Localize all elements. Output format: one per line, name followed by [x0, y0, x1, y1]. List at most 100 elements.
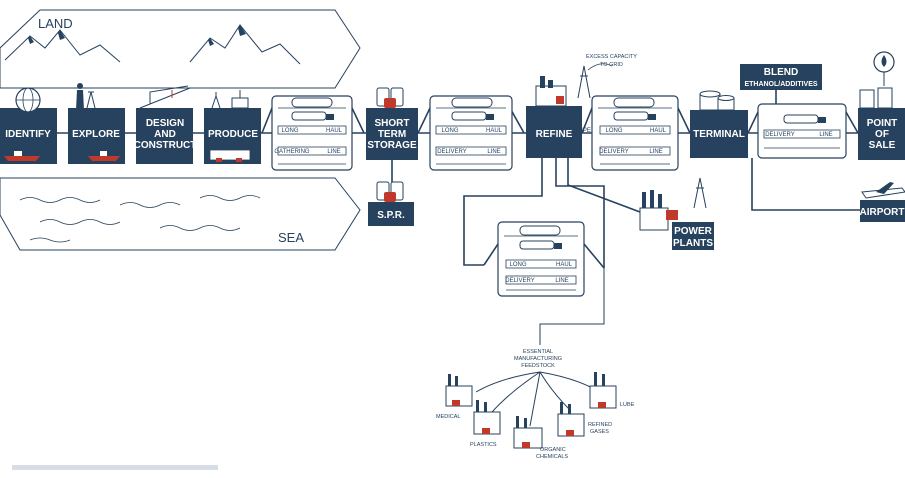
- globe-icon: [15, 87, 41, 113]
- refined-gases-line1: REFINED: [588, 422, 612, 428]
- design-construct-stage: DESIGN AND CONSTRUCT: [134, 85, 197, 164]
- transport5-long: LONG: [509, 262, 526, 268]
- terminal-stage: TERMINAL: [690, 90, 748, 158]
- transport1-long: LONG: [281, 128, 298, 134]
- tanker-truck-icon: [291, 111, 334, 121]
- plastics-label: PLASTICS: [470, 442, 497, 448]
- transport5-haul: HAUL: [556, 262, 573, 268]
- land-zone: LAND: [0, 9, 361, 89]
- transport4-delivery: DELIVERY: [765, 132, 795, 138]
- rail-tanker-icon: [598, 97, 672, 109]
- pos-label-line2: OF: [875, 129, 889, 140]
- blend-label-line2: ETHANOL/ADDITIVES: [744, 81, 817, 88]
- transport5-delivery: DELIVERY: [505, 278, 535, 284]
- feedstock-branch: LONG HAUL DELIVERY LINE: [463, 158, 605, 345]
- identify-stage: IDENTIFY: [0, 87, 57, 164]
- blend-label-line1: BLEND: [764, 67, 798, 78]
- feedstock-line2: MANUFACTURING: [514, 356, 562, 362]
- tanker-truck-icon: [613, 111, 656, 121]
- transport-block-2: LONG HAUL DELIVERY LINE: [417, 95, 525, 171]
- organic-chemicals-line1: ORGANIC: [540, 447, 566, 453]
- organic-chemicals-line2: CHEMICALS: [536, 454, 568, 460]
- oil-rig-icon: [209, 90, 251, 162]
- factory-icon: [639, 190, 678, 231]
- transport2-line: LINE: [487, 149, 500, 155]
- feedstock-line3: FEEDSTOCK: [521, 363, 555, 369]
- storage-tank-icon: [699, 90, 735, 111]
- pos-label-line1: POINT: [867, 118, 898, 129]
- transport3-long: LONG: [605, 128, 622, 134]
- transport2-delivery: DELIVERY: [437, 149, 467, 155]
- fuel-pump-icon: [859, 87, 893, 109]
- pos-label-line3: SALE: [869, 140, 896, 151]
- excess-capacity-line1: EXCESS CAPACITY: [586, 54, 637, 60]
- transport1-line: LINE: [327, 149, 340, 155]
- transport3-haul: HAUL: [650, 128, 667, 134]
- rail-tanker-icon: [278, 97, 346, 109]
- sea-zone: SEA: [0, 177, 361, 251]
- factory-icon: [513, 416, 543, 449]
- identify-label: IDENTIFY: [5, 129, 51, 140]
- spr-stage: S.P.R.: [368, 160, 414, 226]
- refined-gases-line2: GASES: [590, 429, 609, 435]
- feedstock-section: ESSENTIAL MANUFACTURING FEEDSTOCK MEDICA…: [436, 349, 635, 460]
- rail-tanker-icon: [436, 97, 506, 109]
- transport4-line: LINE: [819, 132, 832, 138]
- design-label-line3: CONSTRUCT: [134, 140, 197, 151]
- tanker-truck-icon: [783, 114, 826, 124]
- point-of-sale-stage: POINT OF SALE: [858, 51, 905, 160]
- spr-label: S.P.R.: [377, 210, 405, 221]
- storage-label-line2: TERM: [378, 129, 406, 140]
- transport3-line: LINE: [649, 149, 662, 155]
- transport3-pipe: PIPE: [577, 128, 591, 134]
- factory-icon: [589, 372, 617, 409]
- transport2-long: LONG: [441, 128, 458, 134]
- sea-label: SEA: [278, 230, 304, 245]
- scrollbar-strip: [12, 465, 218, 470]
- factory-icon: [473, 400, 501, 435]
- storage-label-line3: STORAGE: [367, 140, 417, 151]
- power-pylon-icon: [577, 63, 613, 99]
- refinery-icon: [535, 76, 567, 107]
- power-plants-line1: POWER: [674, 226, 713, 237]
- transport-block-1: LONG HAUL GATHERING LINE: [261, 95, 365, 171]
- crane-icon: [139, 85, 191, 109]
- airport-stage: AIRPORT: [751, 158, 905, 222]
- airport-label: AIRPORT: [860, 207, 905, 218]
- factory-icon: [557, 402, 585, 437]
- produce-label: PRODUCE: [208, 129, 258, 140]
- power-plants-line2: PLANTS: [673, 238, 713, 249]
- oil-drum-icon: [376, 181, 404, 202]
- fuel-drop-icon: [873, 51, 895, 86]
- ship-icon: [4, 151, 40, 161]
- medical-label: MEDICAL: [436, 414, 460, 420]
- transport3-delivery: DELIVERY: [599, 149, 629, 155]
- feedstock-line1: ESSENTIAL: [523, 349, 553, 355]
- tanker-truck-icon: [451, 111, 494, 121]
- refine-label: REFINE: [536, 129, 573, 140]
- transport2-haul: HAUL: [486, 128, 503, 134]
- explore-stage: EXPLORE: [68, 83, 125, 164]
- power-plants-stage: POWER PLANTS: [567, 158, 714, 250]
- storage-label-line1: SHORT: [375, 118, 410, 129]
- tanker-truck-icon: [519, 240, 562, 250]
- rail-tanker-icon: [504, 225, 578, 237]
- lube-label: LUBE: [620, 402, 635, 408]
- produce-stage: PRODUCE: [204, 90, 261, 164]
- airplane-icon: [861, 182, 905, 199]
- power-pylon-icon: [693, 177, 707, 209]
- excess-capacity-line2: TO GRID: [600, 62, 623, 68]
- transport-block-3: PIPE LONG HAUL DELIVERY LINE: [577, 95, 691, 171]
- surveyor-icon: [76, 83, 97, 113]
- design-label-line2: AND: [154, 129, 176, 140]
- refine-stage: EXCESS CAPACITY TO GRID REFINE: [526, 54, 637, 158]
- transport1-gathering: GATHERING: [274, 149, 310, 155]
- terminal-label: TERMINAL: [693, 129, 745, 140]
- transport1-haul: HAUL: [326, 128, 343, 134]
- land-label: LAND: [38, 16, 73, 31]
- mountain-icon: [4, 24, 301, 65]
- factory-icon: [445, 374, 473, 407]
- transport5-line: LINE: [555, 278, 568, 284]
- short-term-storage-stage: SHORT TERM STORAGE: [366, 87, 418, 160]
